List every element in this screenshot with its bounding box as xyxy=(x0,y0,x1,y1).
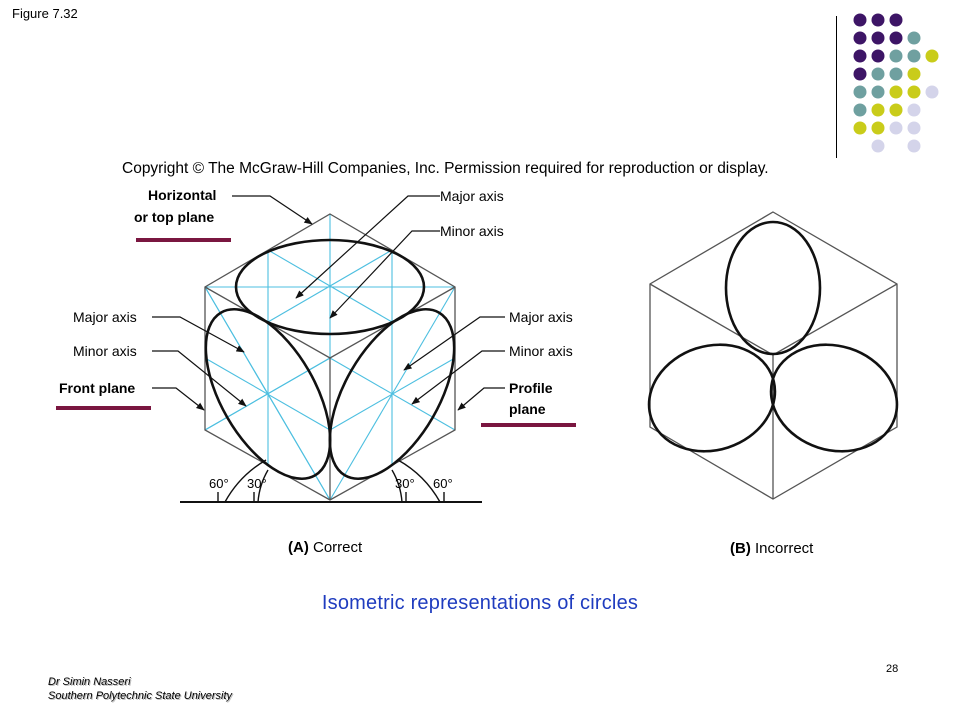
left-minor-axis-label: Minor axis xyxy=(73,343,137,359)
divider-line xyxy=(836,16,837,158)
decoration-dot xyxy=(907,67,921,81)
page-number: 28 xyxy=(886,663,899,675)
caption-b-letter: (B) xyxy=(730,540,751,557)
angle-construction xyxy=(180,459,482,503)
angle-label-left-30: 30° xyxy=(247,476,267,491)
decoration-dot xyxy=(907,85,921,99)
decoration-dot xyxy=(907,139,921,153)
construction-lines xyxy=(204,214,456,501)
copyright-notice: Copyright © The McGraw-Hill Companies, I… xyxy=(122,160,769,177)
decoration-dot xyxy=(871,31,885,45)
top-major-axis-label: Major axis xyxy=(440,188,504,204)
profile-plane-label-line2: plane xyxy=(509,401,546,417)
decoration-dot xyxy=(871,103,885,117)
decoration-dot xyxy=(871,139,885,153)
decoration-dot xyxy=(925,49,939,63)
angle-label-left-60: 60° xyxy=(209,476,229,491)
decoration-dot xyxy=(907,31,921,45)
dot-grid-decoration xyxy=(853,13,939,153)
angle-label-right-60: 60° xyxy=(433,476,453,491)
horizontal-plane-label-line2: or top plane xyxy=(134,209,215,225)
decoration-dot xyxy=(871,49,885,63)
footer-author: Dr Simin Nasseri Southern Polytechnic St… xyxy=(48,675,232,703)
decoration-dot xyxy=(889,121,903,135)
figure-label: Figure 7.32 xyxy=(12,6,78,21)
footer-author-name: Dr Simin Nasseri xyxy=(48,676,131,688)
profile-plane-accent-bar xyxy=(481,423,576,427)
decoration-dot xyxy=(907,103,921,117)
decoration-dot xyxy=(853,67,867,81)
decoration-dot xyxy=(889,13,903,27)
caption-a: (A) Correct xyxy=(288,539,362,556)
decoration-dot xyxy=(871,13,885,27)
caption-a-text: Correct xyxy=(313,539,363,556)
top-minor-axis-label: Minor axis xyxy=(440,223,504,239)
right-major-axis-label: Major axis xyxy=(509,309,573,325)
incorrect-circles xyxy=(647,220,899,453)
profile-plane-label-line1: Profile xyxy=(509,380,553,396)
footer-institution: Southern Polytechnic State University xyxy=(48,690,233,702)
caption-b: (B) Incorrect xyxy=(730,540,813,557)
decoration-dot xyxy=(907,121,921,135)
decoration-dot xyxy=(889,31,903,45)
decoration-dot xyxy=(871,85,885,99)
horizontal-plane-accent-bar xyxy=(136,238,231,242)
decoration-dot xyxy=(853,103,867,117)
decoration-dot xyxy=(889,67,903,81)
incorrect-cube-outline xyxy=(649,211,898,500)
front-plane-accent-bar xyxy=(56,406,151,410)
decoration-dot xyxy=(889,103,903,117)
front-plane-label: Front plane xyxy=(59,380,136,396)
decoration-dot xyxy=(889,49,903,63)
decoration-dot xyxy=(871,121,885,135)
decoration-dot xyxy=(853,85,867,99)
decoration-dot xyxy=(853,49,867,63)
right-minor-axis-label: Minor axis xyxy=(509,343,573,359)
decoration-dot xyxy=(871,67,885,81)
horizontal-plane-label-line1: Horizontal xyxy=(148,187,217,203)
decoration-dot xyxy=(853,121,867,135)
caption-a-letter: (A) xyxy=(288,539,309,556)
decoration-dot xyxy=(925,85,939,99)
correct-ellipses xyxy=(204,238,456,481)
caption-b-text: Incorrect xyxy=(755,540,814,557)
decoration-dot xyxy=(889,85,903,99)
decoration-dot xyxy=(853,13,867,27)
angle-label-right-30: 30° xyxy=(395,476,415,491)
left-major-axis-label: Major axis xyxy=(73,309,137,325)
decoration-dot xyxy=(907,49,921,63)
decoration-dot xyxy=(853,31,867,45)
slide-caption: Isometric representations of circles xyxy=(321,592,639,614)
leader-lines xyxy=(152,195,505,411)
